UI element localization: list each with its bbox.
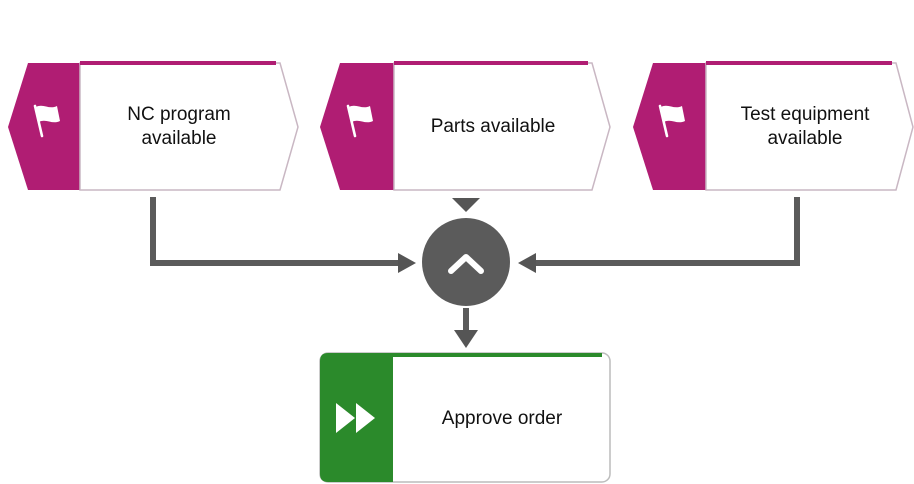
event-label-nc-program: NC program available [127, 104, 231, 149]
flag-icon [33, 104, 60, 138]
flag-icon [346, 104, 373, 138]
connection-bottom [454, 308, 478, 348]
function-approve-order[interactable] [319, 352, 611, 483]
connection-left [150, 197, 416, 273]
connection-middle [452, 198, 480, 212]
event-test-equipment[interactable] [633, 61, 914, 191]
fast-forward-icon [336, 403, 375, 433]
function-label-approve-order: Approve order [441, 408, 563, 429]
event-nc-program[interactable] [8, 61, 299, 191]
caret-up-icon [448, 254, 484, 274]
event-parts[interactable] [320, 61, 611, 191]
flag-icon [658, 104, 685, 138]
connection-right [518, 197, 800, 273]
and-connector[interactable] [422, 218, 510, 306]
event-label-parts: Parts available [430, 116, 556, 137]
event-label-test-equipment: Test equipment available [740, 104, 870, 149]
